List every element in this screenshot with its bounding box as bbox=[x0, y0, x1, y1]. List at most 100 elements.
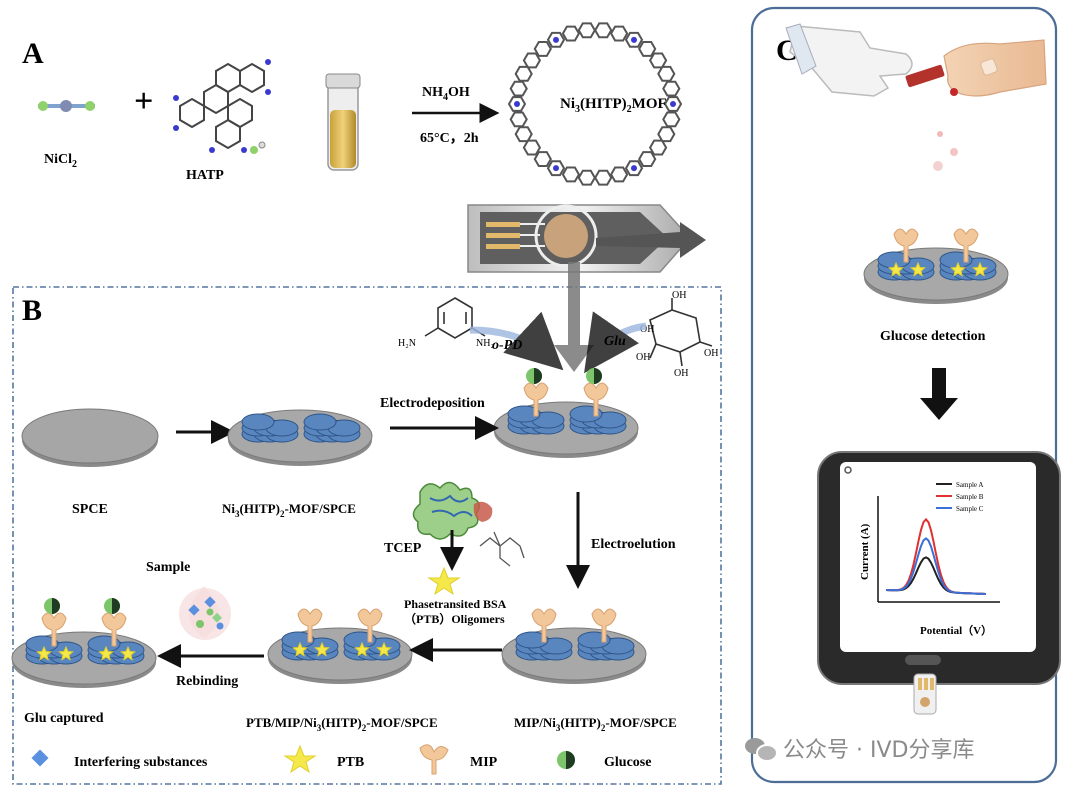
chart-ylabel: Current (A) bbox=[859, 523, 871, 580]
ptb-mip-disk bbox=[267, 608, 413, 684]
mof-ring-unit bbox=[514, 126, 533, 143]
glu-label: Glu bbox=[604, 334, 626, 349]
wechat-icon bbox=[745, 736, 778, 762]
ptb-star bbox=[292, 641, 308, 657]
glu-captured-label: Glu captured bbox=[24, 711, 104, 726]
tcep-molecule-icon bbox=[479, 531, 525, 567]
mof-ring-unit bbox=[609, 25, 629, 42]
mof-ring-unit bbox=[522, 139, 542, 156]
tcep-label: TCEP bbox=[384, 541, 422, 556]
blood-drop-2 bbox=[950, 148, 958, 156]
legend-interfering-icon bbox=[31, 749, 49, 767]
opd-label: o-PD bbox=[492, 338, 522, 353]
mip-receptor bbox=[953, 228, 979, 263]
glu-oh-1: OH bbox=[672, 290, 686, 301]
ptb-star bbox=[888, 261, 904, 277]
legend-text-1: Sample B bbox=[956, 493, 984, 501]
electrodeposition-label: Electrodeposition bbox=[380, 396, 485, 411]
condition-bottom: 65°C，2h bbox=[420, 131, 479, 146]
mof-crystal bbox=[507, 405, 541, 423]
ptb-star bbox=[98, 645, 114, 661]
mip-receptor bbox=[101, 612, 127, 647]
mof-ring-unit bbox=[507, 96, 527, 112]
blood-drop-1 bbox=[937, 131, 943, 137]
mof-ring-unit bbox=[609, 166, 629, 183]
electrodeposited-disk bbox=[493, 368, 639, 458]
mof-ring-unit bbox=[533, 151, 552, 167]
glu-oh-5: OH bbox=[640, 324, 654, 335]
glu-captured-disk bbox=[11, 598, 157, 688]
mof-node bbox=[553, 36, 559, 43]
test-strip-icon bbox=[905, 64, 945, 88]
panel-b-label: B bbox=[22, 294, 42, 327]
ptb-star bbox=[314, 641, 330, 657]
gloved-hand-icon bbox=[785, 23, 913, 97]
panel-c-frame bbox=[750, 6, 1058, 784]
mip-receptor bbox=[41, 612, 67, 647]
mof-ring-unit bbox=[577, 169, 596, 186]
mof-framework-icon: Ni3(HITP)2MOF bbox=[507, 22, 683, 186]
ptb-mip-label: PTB/MIP/Ni3(HITP)2-MOF/SPCE bbox=[246, 715, 438, 733]
mof-ring-unit bbox=[594, 22, 613, 39]
mip-receptor bbox=[297, 608, 323, 643]
mip-mof-disk bbox=[501, 608, 647, 684]
glucose-molecule-icon bbox=[649, 298, 713, 367]
mof-ring-unit bbox=[509, 80, 528, 97]
legend-ptb-label: PTB bbox=[337, 755, 364, 770]
legend-mip-label: MIP bbox=[470, 755, 498, 770]
mof-ring-unit bbox=[533, 41, 552, 57]
mof-ring-unit bbox=[663, 96, 683, 112]
series-line-2 bbox=[885, 537, 987, 595]
sample-bubble-icon bbox=[179, 586, 231, 640]
mof-ring-unit bbox=[662, 111, 681, 128]
mof-node bbox=[514, 101, 520, 107]
mof-ring-unit bbox=[638, 151, 657, 167]
mof-node bbox=[631, 36, 637, 43]
plus-sign: + bbox=[134, 83, 153, 120]
mof-ring-unit bbox=[561, 166, 581, 183]
hatp-molecule-icon bbox=[173, 59, 271, 154]
ptb-star bbox=[36, 645, 52, 661]
glu-arrow bbox=[584, 311, 647, 374]
finger-icon bbox=[943, 39, 1047, 97]
mof-ring-unit bbox=[561, 25, 581, 42]
glu-oh-2: OH bbox=[636, 352, 650, 363]
chart-xlabel: Potential（V） bbox=[920, 624, 992, 637]
mof-ring-unit bbox=[662, 80, 681, 97]
down-arrow-detection bbox=[920, 368, 958, 420]
glucose-shade bbox=[534, 368, 542, 384]
mof-ring-unit bbox=[657, 65, 676, 82]
mof-spce-label: Ni3(HITP)2-MOF/SPCE bbox=[222, 501, 356, 519]
blood-drop-3 bbox=[933, 161, 943, 171]
mip-receptor bbox=[583, 382, 609, 417]
condition-top: NH4OH bbox=[422, 85, 470, 103]
mof-ring-unit bbox=[624, 31, 644, 48]
mof-crystal bbox=[303, 413, 337, 431]
glu-oh-3: OH bbox=[674, 368, 688, 379]
glucose-shade bbox=[112, 598, 120, 614]
nicl2-label: NiCl2 bbox=[44, 152, 77, 170]
mof-ring-unit bbox=[657, 126, 676, 143]
glucose-shade bbox=[594, 368, 602, 384]
mof-ring-unit bbox=[594, 169, 613, 186]
mof-ring-unit bbox=[648, 139, 668, 156]
legend-text-2: Sample C bbox=[956, 505, 984, 513]
mip-mof-label: MIP/Ni3(HITP)2-MOF/SPCE bbox=[514, 715, 677, 733]
mip-receptor bbox=[523, 382, 549, 417]
legend-interfering-label: Interfering substances bbox=[74, 755, 208, 770]
panel-a-label: A bbox=[22, 37, 44, 70]
bsa-protein-icon bbox=[412, 481, 493, 540]
legend: Interfering substances PTB MIP Glucose bbox=[31, 744, 651, 775]
ptb-star bbox=[376, 641, 392, 657]
ptb-star bbox=[950, 261, 966, 277]
ptb-star-icon bbox=[427, 566, 461, 596]
sample-label: Sample bbox=[146, 560, 190, 575]
electroelution-label: Electroelution bbox=[591, 537, 676, 552]
glucose-detection-label: Glucose detection bbox=[880, 329, 986, 344]
detection-disk bbox=[863, 228, 1009, 304]
mof-ring-unit bbox=[648, 52, 668, 69]
mof-spce-disk bbox=[227, 409, 373, 466]
ptb-line1: Phasetransited BSA bbox=[404, 597, 507, 611]
